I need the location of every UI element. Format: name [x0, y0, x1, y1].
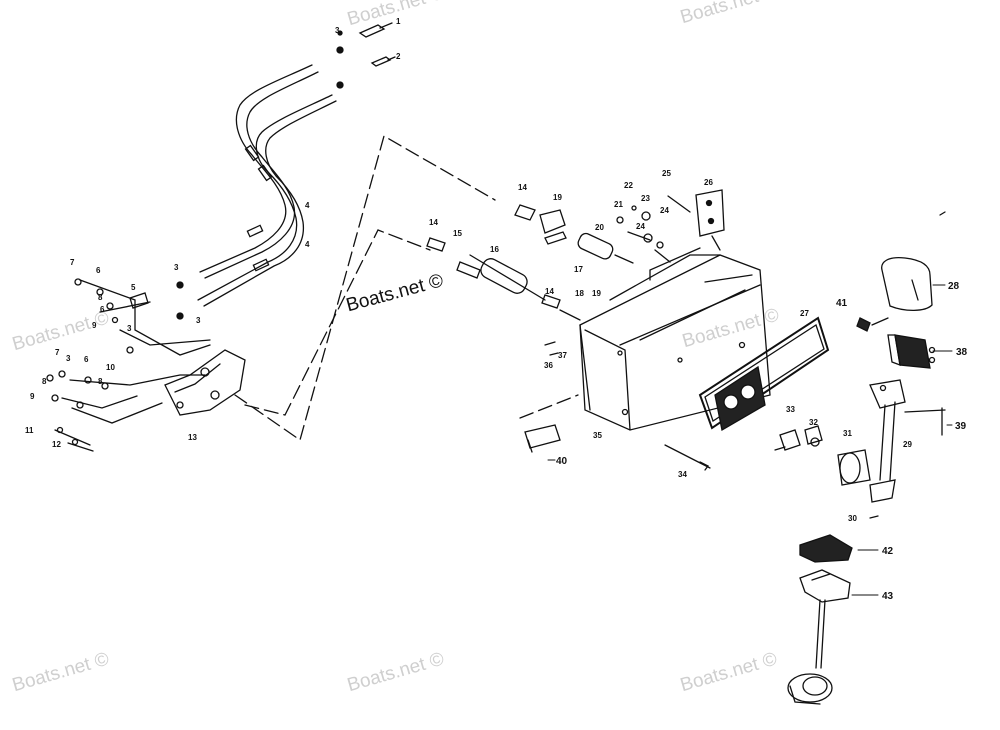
callout-label: 2 [396, 52, 401, 61]
callout-label: 19 [553, 193, 562, 202]
cable-end-fitting-icon [336, 22, 396, 89]
callout-label: 18 [575, 289, 584, 298]
callout-label: 27 [800, 309, 809, 318]
callout-label: 42 [882, 546, 894, 557]
callout-label: 15 [453, 229, 462, 238]
callout-label: 12 [52, 440, 61, 449]
callout-label: 7 [70, 258, 75, 267]
callout-label: 30 [848, 514, 857, 523]
callout-label: 33 [786, 405, 795, 414]
callout-label: 29 [903, 440, 912, 449]
callout-label: 41 [836, 298, 848, 309]
callout-label: 10 [106, 363, 115, 372]
callout-label: 14 [429, 218, 438, 227]
callout-label: 32 [809, 418, 818, 427]
callout-label: 7 [55, 348, 60, 357]
callout-label: 11 [25, 426, 34, 435]
callout-label: 38 [956, 347, 968, 358]
callout-label: 6 [84, 355, 89, 364]
callout-label: 26 [704, 178, 713, 187]
callout-label: 21 [614, 200, 623, 209]
ignition-switch-parts [426, 189, 725, 356]
callout-label: 6 [96, 266, 101, 275]
callout-label: 19 [592, 289, 601, 298]
shift-linkage-assembly [46, 278, 246, 452]
callout-label: 34 [678, 470, 687, 479]
callout-label: 8 [42, 377, 47, 386]
callout-label: 36 [544, 361, 553, 370]
callout-label: 8 [98, 293, 103, 302]
callout-label: 13 [188, 433, 197, 442]
callout-label: 22 [624, 181, 633, 190]
callout-label: 3 [66, 354, 71, 363]
callout-label: 23 [641, 194, 650, 203]
callout-label: 16 [490, 245, 499, 254]
callout-label: 40 [556, 456, 568, 467]
callout-label: 3 [127, 324, 132, 333]
callout-label: 20 [595, 223, 604, 232]
key-and-rod [524, 424, 711, 471]
callout-label: 43 [882, 591, 894, 602]
leader-lines [547, 284, 953, 596]
remote-control-box [579, 247, 771, 431]
callout-labels: 1 2 3 3 3 3 3 4 4 5 6 6 6 7 7 8 8 8 9 9 … [25, 17, 968, 602]
callout-label: 31 [843, 429, 852, 438]
callout-label: 14 [545, 287, 554, 296]
callout-label: 17 [574, 265, 583, 274]
callout-label: 14 [518, 183, 527, 192]
callout-label: 37 [558, 351, 567, 360]
callout-label: 9 [30, 392, 35, 401]
callout-label: 9 [92, 321, 97, 330]
callout-label: 35 [593, 431, 602, 440]
callout-label: 25 [662, 169, 671, 178]
throttle-pad-and-bulb [787, 534, 853, 705]
dashed-leader-lines [234, 135, 579, 442]
callout-label: 24 [660, 206, 669, 215]
callout-label: 4 [305, 201, 310, 210]
callout-label: 6 [100, 305, 105, 314]
callout-label: 8 [98, 377, 103, 386]
callout-label: 3 [174, 263, 179, 272]
callout-label: 24 [636, 222, 645, 231]
callout-label: 3 [335, 26, 340, 35]
callout-label: 4 [305, 240, 310, 249]
control-cables [176, 64, 337, 320]
callout-label: 1 [396, 17, 401, 26]
callout-label: 5 [131, 283, 136, 292]
dash-panel [698, 316, 830, 432]
horn-and-switch-parts [774, 211, 946, 519]
callout-label: 28 [948, 281, 960, 292]
callout-label: 3 [196, 316, 201, 325]
callout-label: 39 [955, 421, 967, 432]
